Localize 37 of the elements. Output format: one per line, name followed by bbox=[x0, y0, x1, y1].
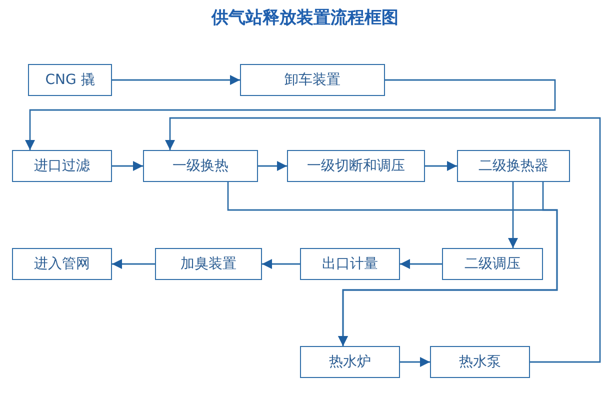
box-label: 卸车装置 bbox=[284, 71, 340, 89]
arrow bbox=[112, 259, 155, 269]
process-box bbox=[143, 150, 258, 182]
arrow bbox=[112, 161, 143, 171]
box-label: CNG 撬 bbox=[45, 71, 95, 89]
process-box bbox=[12, 150, 112, 182]
arrow bbox=[338, 182, 558, 346]
diagram-title: 供气站释放装置流程框图 bbox=[212, 8, 398, 28]
box-label: 进入管网 bbox=[34, 255, 90, 273]
arrow bbox=[425, 161, 457, 171]
process-box bbox=[240, 64, 385, 96]
box-label: 热水泵 bbox=[459, 353, 501, 371]
arrow bbox=[112, 75, 240, 85]
process-box bbox=[300, 346, 400, 378]
arrow bbox=[508, 182, 518, 248]
process-box bbox=[28, 64, 112, 96]
process-box bbox=[430, 346, 530, 378]
box-label: 进口过滤 bbox=[34, 157, 90, 175]
process-box bbox=[287, 150, 425, 182]
box-label: 出口计量 bbox=[322, 255, 378, 273]
process-box bbox=[155, 248, 262, 280]
arrow bbox=[165, 117, 601, 363]
process-box bbox=[457, 150, 570, 182]
box-label: 热水炉 bbox=[329, 353, 371, 371]
box-label: 二级换热器 bbox=[478, 157, 548, 175]
box-label: 加臭装置 bbox=[180, 255, 236, 273]
arrow bbox=[258, 161, 287, 171]
arrow bbox=[25, 79, 556, 150]
process-box bbox=[300, 248, 400, 280]
arrow bbox=[400, 259, 442, 269]
box-label: 一级换热 bbox=[172, 157, 228, 175]
box-label: 一级切断和调压 bbox=[307, 157, 405, 175]
arrow bbox=[400, 357, 430, 367]
process-box bbox=[442, 248, 543, 280]
process-box bbox=[12, 248, 112, 280]
arrow bbox=[262, 259, 300, 269]
box-label: 二级调压 bbox=[464, 255, 520, 273]
